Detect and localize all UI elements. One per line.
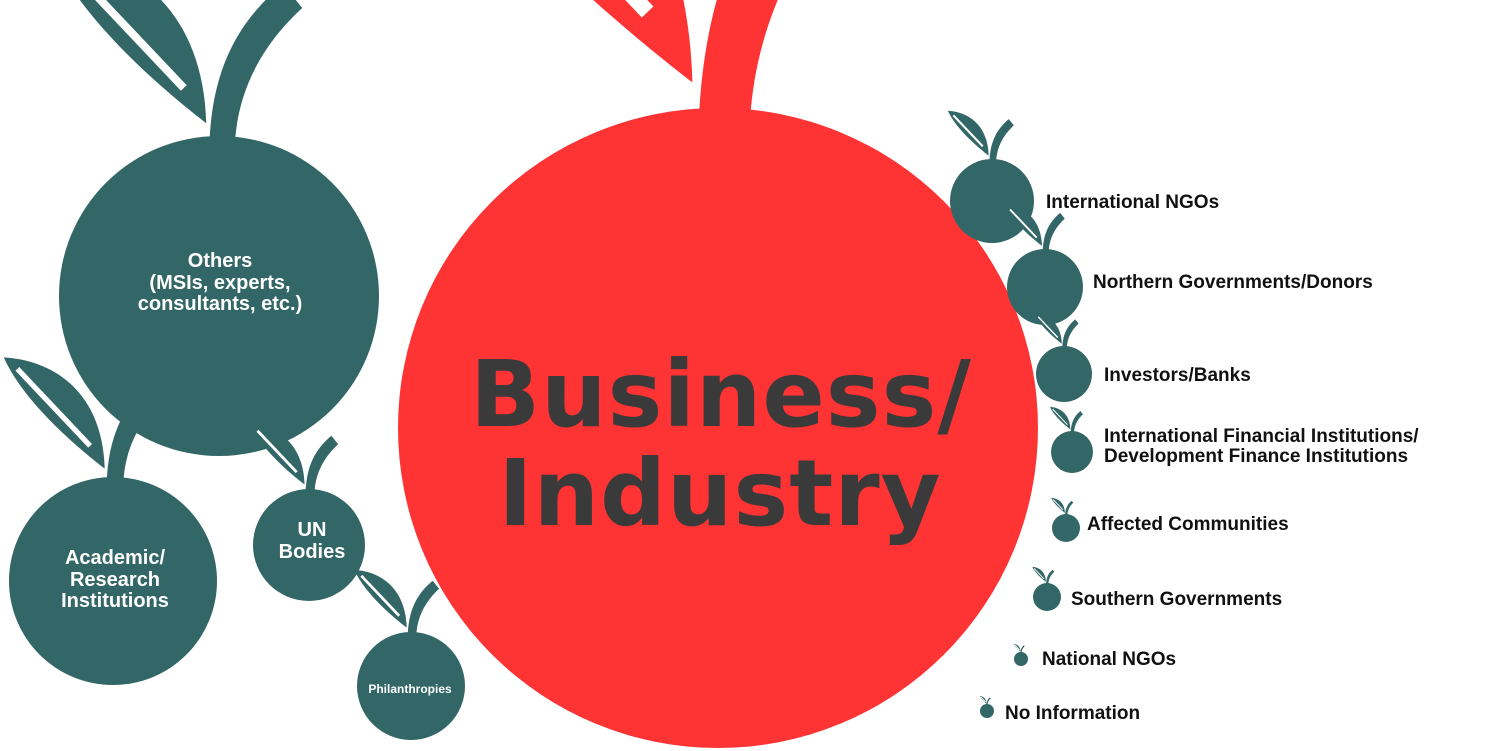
center-apple-label: Business/ Industry [470, 341, 972, 548]
academic-apple [3, 357, 217, 685]
right-item-apple-4 [1049, 406, 1093, 473]
right-item-apple-7 [1013, 643, 1028, 666]
right-item-apple-3-leaf-vein [1037, 316, 1059, 339]
right-item-apple-2-body [1007, 249, 1083, 325]
business-industry-apple-body [398, 108, 1038, 748]
others-apple-stem [209, 0, 303, 143]
right-item-apple-4-stem [1070, 411, 1083, 432]
philanthropies-apple-stem [407, 580, 440, 635]
right-item-apple-2 [1005, 205, 1083, 325]
right-item-label: Affected Communities [1087, 514, 1289, 535]
right-item-label: Southern Governments [1071, 589, 1283, 610]
un-bodies-apple-body [253, 489, 365, 601]
academic-apple-leaf-vein [15, 367, 93, 448]
right-item-apple-7-stem [1020, 645, 1025, 653]
un-bodies-apple-label: UN Bodies [278, 519, 346, 563]
philanthropies-apple-label: Philanthropies [368, 682, 452, 696]
others-apple-label: Others (MSIs, experts, consultants, etc.… [137, 250, 303, 316]
philanthropies-apple [354, 569, 465, 740]
right-item-apple-2-stem [1042, 212, 1065, 251]
right-item-apple-4-body [1051, 431, 1093, 473]
right-item-apple-3-leaf [1034, 313, 1062, 344]
right-item-label: International Financial Institutions/ De… [1104, 426, 1419, 467]
right-item-apple-6-leaf-vein [1033, 568, 1045, 580]
un-bodies-apple [250, 424, 365, 601]
philanthropies-apple-leaf [354, 569, 407, 628]
academic-apple-leaf [3, 357, 105, 469]
right-item-apple-1-body [950, 159, 1034, 243]
academic-apple-label: Academic/ Research Institutions [61, 547, 169, 613]
un-bodies-apple-leaf [250, 424, 305, 485]
right-item-apple-1-leaf-vein [952, 114, 984, 148]
right-item-apple-7-leaf-vein [1014, 644, 1020, 651]
right-item-label: Investors/Banks [1104, 365, 1251, 386]
academic-apple-body [9, 477, 217, 685]
right-item-label: National NGOs [1042, 649, 1177, 670]
others-apple-leaf [79, 0, 207, 124]
right-item-apple-4-leaf [1049, 406, 1071, 430]
right-item-apple-6-stem [1046, 569, 1055, 584]
right-item-apple-5-leaf-vein [1052, 499, 1064, 511]
others-apple-body [59, 136, 379, 456]
right-item-label: International NGOs [1046, 192, 1220, 213]
right-item-apple-1-leaf [947, 110, 989, 156]
right-item-apple-2-leaf-vein [1009, 208, 1038, 239]
un-bodies-apple-leaf-vein [256, 429, 298, 474]
un-bodies-apple-stem [305, 435, 339, 492]
right-item-apple-8-body [980, 704, 994, 718]
philanthropies-apple-body [357, 632, 465, 740]
others-apple [59, 0, 379, 456]
right-item-apple-6 [1032, 566, 1061, 611]
philanthropies-apple-leaf-vein [360, 574, 401, 617]
right-item-apple-5 [1051, 497, 1080, 542]
right-item-apple-5-body [1052, 514, 1080, 542]
right-item-apple-5-stem [1065, 500, 1074, 515]
right-item-apple-7-body [1014, 652, 1028, 666]
right-item-label: Northern Governments/Donors [1093, 272, 1373, 293]
right-item-apple-1-stem [989, 119, 1014, 161]
right-item-apple-3-stem [1062, 319, 1079, 348]
right-item-apple-8-stem [986, 697, 991, 705]
right-item-apple-8 [979, 695, 994, 718]
right-item-apple-2-leaf [1005, 205, 1042, 246]
others-apple-leaf-vein [95, 0, 187, 91]
business-industry-apple-stem [698, 0, 778, 121]
right-item-apple-6-body [1033, 583, 1061, 611]
right-item-apple-8-leaf-vein [980, 696, 986, 703]
right-item-apple-3 [1034, 313, 1092, 402]
business-industry-apple [398, 0, 1038, 748]
business-industry-apple-leaf [593, 0, 693, 83]
right-item-apple-4-leaf-vein [1052, 408, 1068, 426]
academic-apple-stem [106, 378, 168, 482]
right-item-apple-3-body [1036, 346, 1092, 402]
right-item-label: No Information [1005, 703, 1141, 724]
right-item-apple-1 [947, 110, 1034, 243]
